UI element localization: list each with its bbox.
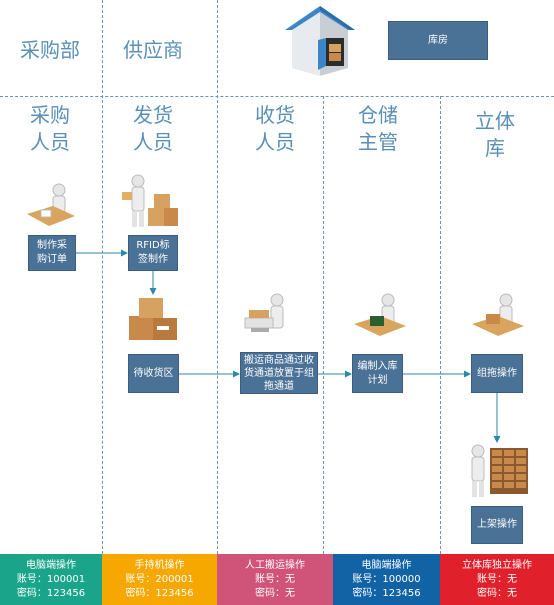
- person-desk-icon: [27, 183, 75, 226]
- person-box-icon: [472, 293, 524, 336]
- step-pending-area: 待收货区: [128, 354, 179, 393]
- footer-panel-storage: 电脑端操作 账号：100000 密码：123456: [333, 554, 440, 605]
- step-transport-line3: 拖通道: [264, 380, 294, 392]
- footer-panel-asrs: 立体库独立操作 账号：无 密码：无: [440, 554, 554, 605]
- lane-divider: [217, 0, 218, 554]
- step-transport-line1: 搬运商品通过收: [244, 354, 314, 366]
- footer-panel-receiver: 人工搬运操作 账号：无 密码：无: [217, 554, 333, 605]
- person-shelf-icon: [471, 444, 528, 497]
- footer-password: 密码：123456: [125, 587, 194, 599]
- header-divider: [0, 96, 554, 97]
- role-purchaser-line1: 采购: [30, 103, 70, 127]
- role-shipper-line1: 发货: [133, 103, 173, 127]
- step-inbound-plan: 编制入库 计划: [352, 354, 403, 393]
- lane-divider: [102, 0, 103, 554]
- role-asrs-line2: 库: [485, 136, 505, 160]
- role-asrs-line1: 立体: [475, 109, 515, 133]
- step-shelving: 上架操作: [471, 506, 523, 544]
- footer-account: 账号：无: [255, 573, 295, 585]
- warehouse-label-box: 库房: [388, 21, 488, 60]
- role-receiver: 收货 人员: [235, 102, 315, 156]
- warehouse-icon: [285, 6, 355, 76]
- footer-account: 账号：100001: [16, 573, 86, 585]
- step-group-pallet: 组拖操作: [471, 354, 523, 393]
- lane-divider: [440, 96, 441, 554]
- role-receiver-line2: 人员: [255, 130, 295, 154]
- step-rfid-label-line2: 签制作: [138, 254, 168, 265]
- footer-title: 立体库独立操作: [462, 559, 532, 571]
- role-storage-manager-line1: 仓储: [358, 103, 398, 127]
- footer-account: 账号：200001: [125, 573, 194, 585]
- footer-account: 账号：100000: [352, 573, 421, 585]
- step-transport: 搬运商品通过收 货通道放置于组 拖通道: [240, 352, 318, 394]
- flow-connectors: [76, 249, 501, 443]
- role-shipper-line2: 人员: [133, 130, 173, 154]
- person-cart-icon: [244, 293, 284, 332]
- role-storage-manager: 仓储 主管: [338, 102, 418, 156]
- step-create-order-line2: 购订单: [37, 254, 67, 265]
- step-create-order: 制作采 购订单: [28, 235, 76, 271]
- footer-password: 密码：无: [477, 587, 517, 599]
- footer-account: 账号：无: [477, 573, 517, 585]
- role-asrs: 立体 库: [455, 108, 535, 162]
- lane-divider: [323, 96, 324, 554]
- person-boxes-icon: [122, 174, 178, 227]
- role-purchaser-line2: 人员: [30, 130, 70, 154]
- boxes-icon: [129, 298, 177, 340]
- step-inbound-plan-line1: 编制入库: [357, 360, 398, 372]
- dept-supplier: 供应商: [123, 38, 183, 62]
- footer-panel-purchasing: 电脑端操作 账号：100001 密码：123456: [0, 554, 102, 605]
- dept-purchasing: 采购部: [20, 38, 80, 62]
- footer-password: 密码：123456: [352, 587, 421, 599]
- footer-panel-supplier: 手持机操作 账号：200001 密码：123456: [102, 554, 217, 605]
- footer-title: 手持机操作: [134, 559, 185, 571]
- person-laptop-icon: [354, 293, 406, 336]
- footer-title: 电脑端操作: [361, 559, 412, 571]
- step-rfid-label: RFID标 签制作: [128, 235, 178, 271]
- step-transport-line2: 货通道放置于组: [244, 367, 314, 379]
- footer-title: 人工搬运操作: [245, 559, 305, 571]
- footer-title: 电脑端操作: [26, 559, 76, 571]
- footer-password: 密码：无: [255, 587, 295, 599]
- step-rfid-label-line1: RFID标: [136, 240, 170, 251]
- role-receiver-line1: 收货: [255, 103, 295, 127]
- step-create-order-line1: 制作采: [37, 240, 67, 251]
- role-purchaser: 采购 人员: [10, 102, 90, 156]
- role-shipper: 发货 人员: [113, 102, 193, 156]
- role-storage-manager-line2: 主管: [358, 130, 398, 154]
- step-inbound-plan-line2: 计划: [367, 374, 388, 386]
- footer-password: 密码：123456: [16, 587, 86, 599]
